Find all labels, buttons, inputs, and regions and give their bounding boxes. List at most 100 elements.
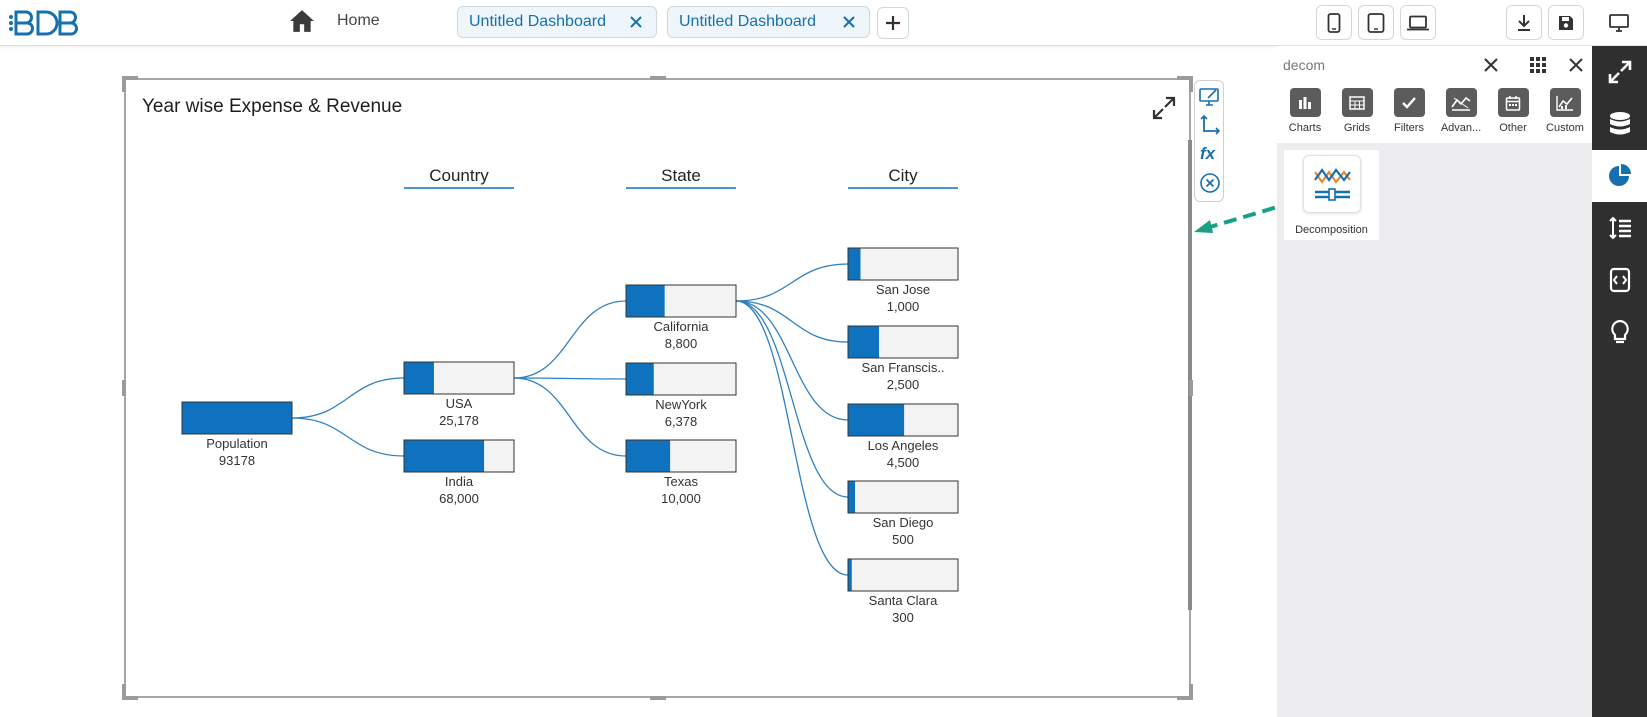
category-label: Advan... <box>1440 122 1482 134</box>
node-bar-border <box>403 439 515 473</box>
category-advanced[interactable]: Advan... <box>1435 88 1487 134</box>
component-panel-header: decom Charts Grids Filters Advan... Othe… <box>1277 46 1592 143</box>
category-label: Other <box>1499 122 1527 134</box>
node-value: 10,000 <box>661 491 701 506</box>
preview-button[interactable] <box>1601 5 1637 40</box>
axis-button[interactable] <box>1198 113 1222 137</box>
tab-untitled-dashboard-2[interactable]: Untitled Dashboard <box>667 6 870 38</box>
resize-handle[interactable] <box>650 696 666 700</box>
save-button[interactable] <box>1548 5 1584 40</box>
top-bar: Home Untitled Dashboard Untitled Dashboa… <box>0 0 1647 46</box>
component-decomposition[interactable]: Decomposition <box>1284 150 1379 240</box>
expand-icon[interactable] <box>1150 94 1178 122</box>
node-bar-border <box>625 362 737 396</box>
resize-handle[interactable] <box>650 76 666 80</box>
laptop-icon <box>1407 15 1429 30</box>
resize-handle[interactable] <box>1189 76 1193 92</box>
insights-button[interactable] <box>1592 306 1647 358</box>
tab-label: Untitled Dashboard <box>469 13 606 30</box>
grid-view-icon[interactable] <box>1529 56 1547 74</box>
resize-handle[interactable] <box>122 696 138 700</box>
tree-link <box>291 377 405 419</box>
remove-widget-button[interactable] <box>1198 171 1222 195</box>
mobile-icon <box>1327 12 1341 33</box>
desktop-icon <box>1609 13 1629 32</box>
database-icon <box>1609 112 1630 135</box>
decomposition-icon <box>1303 155 1361 213</box>
formula-button[interactable]: fx <box>1198 141 1222 165</box>
home-icon[interactable] <box>289 9 315 33</box>
resize-handle[interactable] <box>1177 696 1193 700</box>
tree-link <box>513 377 627 380</box>
category-filters[interactable]: Filters <box>1383 88 1435 134</box>
tree-link <box>735 263 849 302</box>
data-connector-button[interactable] <box>1592 98 1647 150</box>
node-bar-fill <box>626 363 654 395</box>
node-bar-track[interactable] <box>847 480 959 514</box>
node-label: Texas <box>664 474 698 489</box>
tree-link <box>735 300 849 576</box>
download-button[interactable] <box>1506 5 1542 40</box>
close-icon[interactable] <box>628 14 644 30</box>
close-icon[interactable] <box>841 14 857 30</box>
node-value: 4,500 <box>887 455 920 470</box>
custom-chart-icon <box>1549 88 1581 117</box>
script-button[interactable] <box>1592 254 1647 306</box>
home-link[interactable]: Home <box>337 12 380 29</box>
close-circle-icon <box>1200 173 1220 193</box>
pie-chart-icon <box>1608 164 1631 186</box>
category-other[interactable]: Other <box>1487 88 1539 134</box>
tab-label: Untitled Dashboard <box>679 13 816 30</box>
bar-chart-icon <box>1289 88 1321 117</box>
search-input[interactable]: decom <box>1283 57 1326 73</box>
node-value: 6,378 <box>665 414 698 429</box>
tablet-icon <box>1367 12 1385 33</box>
properties-button[interactable] <box>1592 202 1647 254</box>
tree-link <box>735 300 849 343</box>
node-bar-fill <box>182 402 292 434</box>
resize-handle[interactable] <box>1189 380 1193 396</box>
widget-title: Year wise Expense & Revenue <box>142 96 403 117</box>
fx-icon: fx <box>1200 144 1217 163</box>
category-grids[interactable]: Grids <box>1331 88 1383 134</box>
category-charts[interactable]: Charts <box>1279 88 1331 134</box>
bdb-logo[interactable] <box>8 8 88 38</box>
category-custom[interactable]: Custom <box>1539 88 1591 134</box>
resize-handle[interactable] <box>122 684 126 700</box>
resize-handle[interactable] <box>122 380 126 396</box>
tree-link <box>513 377 627 457</box>
tab-untitled-dashboard-1[interactable]: Untitled Dashboard <box>457 6 657 38</box>
scrollbar[interactable] <box>1188 140 1192 610</box>
decomposition-widget[interactable]: Year wise Expense & Revenue Country State… <box>124 78 1192 698</box>
level-header[interactable]: Country <box>429 166 489 185</box>
level-header[interactable]: State <box>661 166 701 185</box>
node-bar-border <box>403 361 515 395</box>
resize-handle[interactable] <box>122 76 126 92</box>
resize-handle[interactable] <box>122 76 138 80</box>
components-button[interactable] <box>1592 150 1647 202</box>
level-header[interactable]: City <box>888 166 918 185</box>
resize-handle[interactable] <box>1189 684 1193 700</box>
category-label: Grids <box>1343 122 1371 134</box>
node-bar-track[interactable] <box>847 558 959 592</box>
clear-search-icon[interactable] <box>1482 56 1500 74</box>
node-bar-fill <box>626 440 671 472</box>
node-label: California <box>654 319 710 334</box>
close-panel-icon[interactable] <box>1567 56 1585 74</box>
node-label: India <box>445 474 474 489</box>
node-bar-fill <box>848 404 905 436</box>
calendar-icon <box>1497 88 1529 117</box>
node-label: NewYork <box>655 397 707 412</box>
resize-handle[interactable] <box>1177 76 1193 80</box>
properties-button[interactable] <box>1198 85 1222 109</box>
tree-link <box>513 300 627 379</box>
add-tab-button[interactable] <box>877 7 909 39</box>
node-label: Population <box>206 436 267 451</box>
fullscreen-button[interactable] <box>1592 46 1647 98</box>
mobile-view-button[interactable] <box>1316 5 1352 40</box>
laptop-view-button[interactable] <box>1400 5 1436 40</box>
node-bar-border <box>847 403 959 437</box>
tablet-view-button[interactable] <box>1358 5 1394 40</box>
node-bar-track[interactable] <box>847 247 959 281</box>
tree-link <box>291 417 405 457</box>
